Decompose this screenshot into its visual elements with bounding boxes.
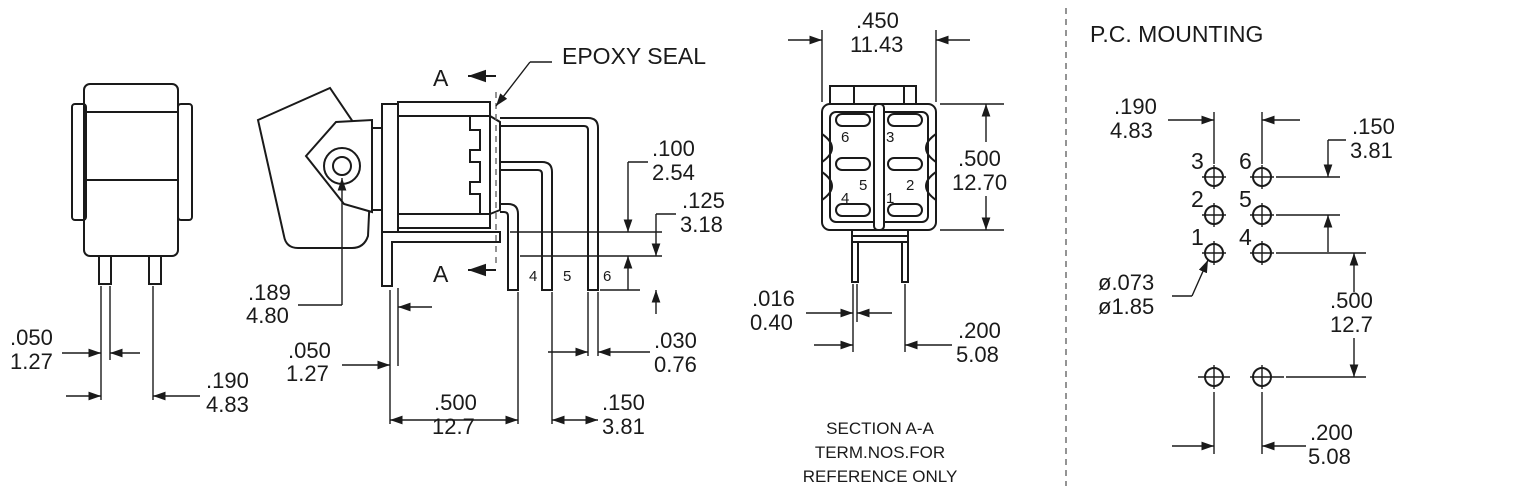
pivot-inner [332, 156, 352, 176]
pcb-label-1: 1 [1191, 224, 1204, 250]
dim-side-bracket-in: .050 [288, 338, 331, 363]
dim-side-t2-mm: 3.18 [680, 212, 723, 237]
section-terminal-1: 1 [886, 190, 894, 207]
front-pin-right [148, 255, 162, 285]
dim-side-pivot-in: .189 [248, 280, 291, 305]
side-terminal-4: 4 [529, 268, 537, 285]
dim-pcb-vertical-in: .500 [1330, 288, 1373, 313]
section-terminal-2: 2 [906, 177, 914, 194]
dim-front-pin-thickness-mm: 1.27 [10, 349, 53, 374]
section-marker-top: A [433, 65, 449, 91]
front-body [83, 83, 179, 257]
hole-1 [1202, 241, 1226, 265]
hole-5 [1250, 203, 1274, 227]
dim-side-t1-mm: 2.54 [652, 160, 695, 185]
section-note-line-1: SECTION A-A [826, 419, 934, 438]
dim-pcb-row-spacing-in: .150 [1352, 114, 1395, 139]
dim-side-t3-in: .030 [654, 328, 697, 353]
dim-front-pin-spacing-mm: 4.83 [206, 392, 249, 417]
hole-2 [1202, 203, 1226, 227]
epoxy-seal-label: EPOXY SEAL [562, 43, 706, 69]
dim-sec-width-in: .450 [856, 8, 899, 33]
dim-side-spacing-mm: 3.81 [602, 414, 645, 439]
hole-3 [1202, 165, 1226, 189]
dim-sec-pin-spacing-in: .200 [958, 318, 1001, 343]
section-view [788, 30, 1004, 352]
side-view [256, 61, 676, 425]
dim-pcb-col-offset-in: .190 [1114, 94, 1157, 119]
dim-pcb-col-offset-mm: 4.83 [1110, 118, 1153, 143]
terminal-6 [500, 117, 599, 291]
pc-mounting-title: P.C. MOUNTING [1090, 21, 1263, 47]
dim-side-length-in: .500 [434, 390, 477, 415]
section-terminal-4: 4 [841, 190, 849, 207]
hole-6 [1250, 165, 1274, 189]
dim-pcb-horizontal-mm: 5.08 [1308, 444, 1351, 469]
hole-mount-left [1198, 365, 1230, 389]
dim-pcb-vertical-mm: 12.7 [1330, 312, 1373, 337]
section-terminal-5: 5 [859, 177, 867, 194]
pcb-label-5: 5 [1239, 186, 1252, 212]
mounting-flange [381, 103, 399, 233]
pcb-layout [1168, 112, 1366, 454]
dim-sec-pin-in: .016 [752, 286, 795, 311]
side-terminal-5: 5 [563, 268, 571, 285]
dim-sec-pin-mm: 0.40 [750, 310, 793, 335]
dim-side-t1-in: .100 [652, 136, 695, 161]
dim-side-length-mm: 12.7 [432, 414, 475, 439]
front-right-flange [177, 103, 193, 221]
dim-pcb-horizontal-in: .200 [1310, 420, 1353, 445]
section-marker-bottom: A [433, 261, 449, 287]
front-view [62, 83, 200, 401]
section-terminal-6: 6 [841, 129, 849, 146]
side-terminal-6: 6 [603, 268, 611, 285]
dim-side-bracket-mm: 1.27 [286, 361, 329, 386]
pcb-label-4: 4 [1239, 224, 1252, 250]
section-terminal-3: 3 [886, 129, 894, 146]
bracket [381, 231, 501, 287]
terminal-5 [500, 161, 553, 291]
dim-side-spacing-in: .150 [602, 390, 645, 415]
dim-side-pivot-mm: 4.80 [246, 303, 289, 328]
section-note-line-2: TERM.NOS.FOR [815, 443, 945, 462]
dim-side-t3-mm: 0.76 [654, 352, 697, 377]
dim-pcb-hole-dia-in: ø.073 [1098, 270, 1154, 295]
hole-mount-right [1250, 365, 1284, 389]
front-pin-left [98, 255, 112, 285]
dim-front-pin-thickness-in: .050 [10, 325, 53, 350]
dim-sec-height-mm: 12.70 [952, 170, 1007, 195]
dim-front-pin-spacing-in: .190 [206, 368, 249, 393]
pcb-label-2: 2 [1191, 186, 1204, 212]
pcb-label-3: 3 [1191, 148, 1204, 174]
dim-side-t2-in: .125 [682, 188, 725, 213]
front-left-flange [71, 103, 87, 221]
terminal-4 [500, 203, 519, 291]
switch-body [397, 101, 491, 229]
dim-pcb-hole-dia-mm: ø1.85 [1098, 294, 1154, 319]
section-note-line-3: REFERENCE ONLY [803, 467, 958, 486]
hole-4 [1250, 241, 1274, 265]
dim-sec-pin-spacing-mm: 5.08 [956, 342, 999, 367]
dim-sec-width-mm: 11.43 [850, 32, 903, 57]
dim-pcb-row-spacing-mm: 3.81 [1350, 138, 1393, 163]
dim-sec-height-in: .500 [958, 146, 1001, 171]
pcb-label-6: 6 [1239, 148, 1252, 174]
